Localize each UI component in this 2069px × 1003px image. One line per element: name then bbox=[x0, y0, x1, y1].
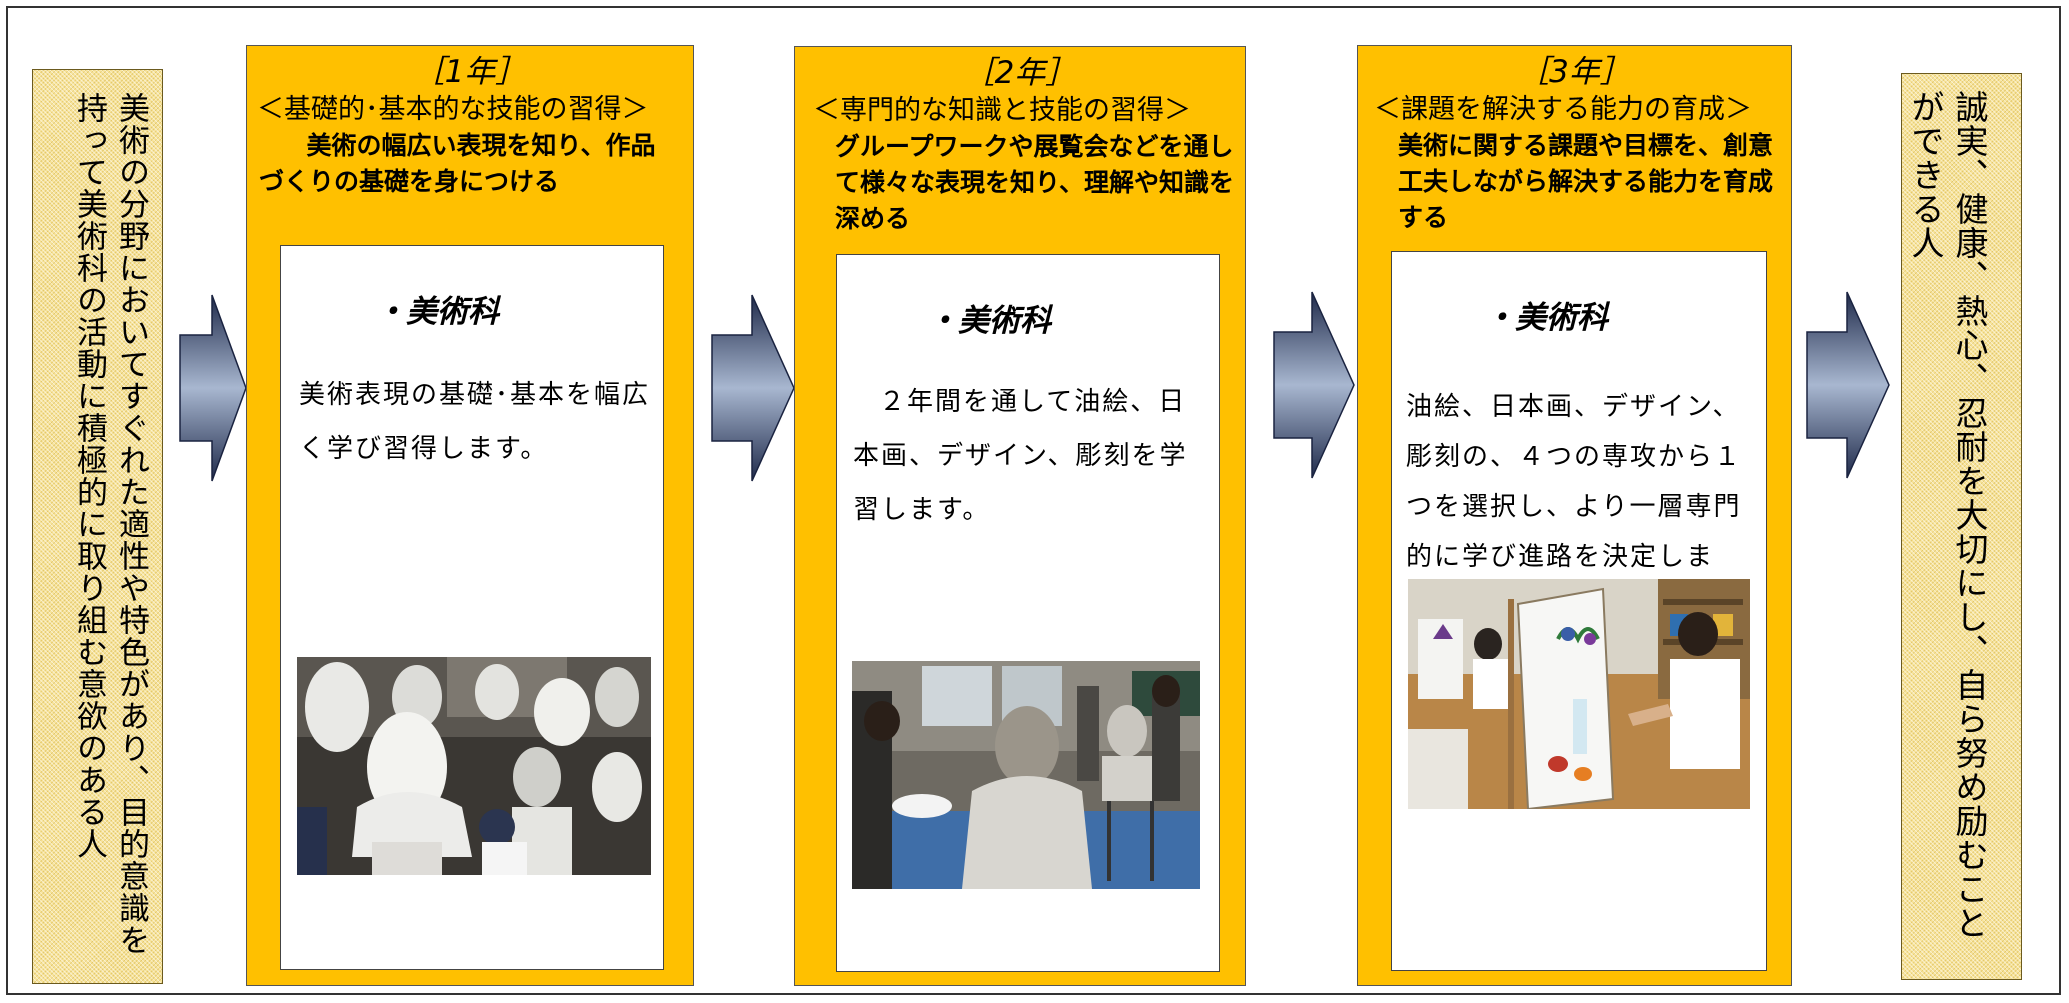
arrow-right-icon bbox=[711, 294, 795, 482]
graduate-profile-box: 誠実、健康、熱心、忍耐を大切にし、自ら努め励むことができる人 bbox=[1901, 73, 2022, 980]
year-3-subtitle: ＜課題を解決する能力の育成＞ bbox=[1374, 94, 1752, 125]
year-3-goal: 美術に関する課題や目標を、創意工夫しながら解決する能力を育成する bbox=[1398, 131, 1774, 232]
entry-profile-box: 美術の分野においてすぐれた適性や特色があり、目的意識を持って美術科の活動に積極的… bbox=[32, 69, 163, 984]
year-2-course-box: ・美術科 ２年間を通して油絵、日本画、デザイン、彫刻を学習します。 bbox=[836, 254, 1220, 972]
photo-plaster-busts bbox=[297, 657, 651, 875]
year-1-subtitle: ＜基礎的･基本的な技能の習得＞ bbox=[257, 94, 649, 125]
diagram-frame bbox=[6, 6, 2061, 995]
year-2-title: ［2年］ bbox=[963, 55, 1077, 91]
graduate-profile-text: 誠実、健康、熱心、忍耐を大切にし、自ら努め励むことができる人 bbox=[1906, 90, 1989, 940]
arrow-right-icon bbox=[1806, 291, 1890, 479]
year-3-course-box: ・美術科 油絵、日本画、デザイン、彫刻の、４つの専攻から１つを選択し、より一層専… bbox=[1391, 251, 1767, 971]
year-1-course-box: ・美術科 美術表現の基礎･基本を幅広く学び習得します。 bbox=[280, 245, 664, 970]
photo-painting-easel bbox=[1408, 579, 1750, 809]
course-description: 美術表現の基礎･基本を幅広く学び習得します。 bbox=[299, 380, 651, 464]
year-1-panel: ［1年］ ＜基礎的･基本的な技能の習得＞ 美術の幅広い表現を知り、作品づくりの基… bbox=[246, 45, 694, 986]
year-1-title: ［1年］ bbox=[413, 54, 527, 90]
year-2-panel: ［2年］ ＜専門的な知識と技能の習得＞ グループワークや展覧会などを通して様々な… bbox=[794, 46, 1246, 986]
arrow-right-icon bbox=[179, 294, 247, 482]
course-description: ２年間を通して油絵、日本画、デザイン、彫刻を学習します。 bbox=[853, 387, 1188, 525]
course-label: ・美術科 bbox=[1484, 300, 1608, 336]
photo-sculpture-class bbox=[852, 661, 1200, 889]
year-2-subtitle: ＜専門的な知識と技能の習得＞ bbox=[813, 95, 1191, 126]
arrow-right-icon bbox=[1273, 291, 1355, 479]
course-label: ・美術科 bbox=[375, 294, 499, 330]
year-1-goal: 美術の幅広い表現を知り、作品づくりの基礎を身につける bbox=[259, 131, 656, 196]
year-3-title: ［3年］ bbox=[1518, 54, 1631, 90]
year-2-goal: グループワークや展覧会などを通して様々な表現を知り、理解や知識を深める bbox=[835, 132, 1235, 233]
course-label: ・美術科 bbox=[927, 303, 1051, 339]
year-3-panel: ［3年］ ＜課題を解決する能力の育成＞ 美術に関する課題や目標を、創意工夫しなが… bbox=[1357, 45, 1792, 986]
entry-profile-text: 美術の分野においてすぐれた適性や特色があり、目的意識を持って美術科の活動に積極的… bbox=[71, 92, 149, 956]
